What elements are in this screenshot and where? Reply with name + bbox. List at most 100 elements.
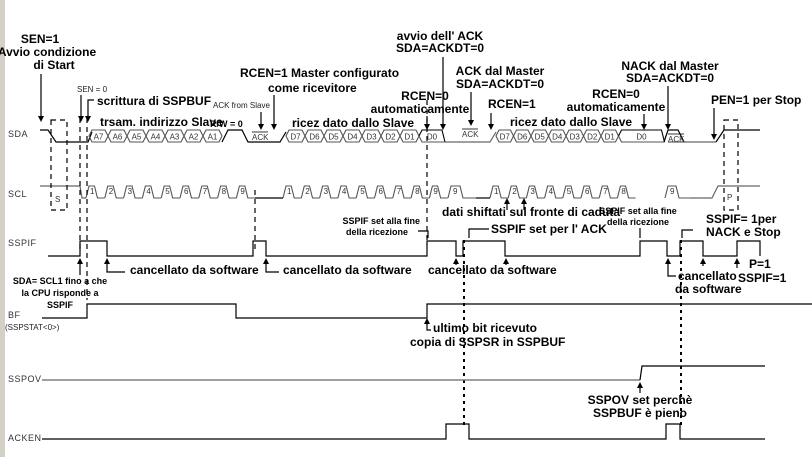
sda-bit-label: D2 bbox=[587, 133, 598, 142]
scl-pulse-label: 1 bbox=[287, 187, 292, 196]
arrow-head-ack-master bbox=[468, 120, 474, 126]
scl-clock-pulse bbox=[179, 185, 199, 199]
sspif-waveform bbox=[48, 240, 761, 257]
sda-bit-label: A2 bbox=[189, 133, 199, 142]
scl-clock-pulse bbox=[300, 185, 320, 199]
sda-bit-label: A5 bbox=[132, 133, 142, 142]
scl-pulse-label: 3 bbox=[128, 187, 133, 196]
arrow-head-ack-slave bbox=[258, 124, 264, 130]
annotation-rcen0b-line2: automaticamente bbox=[567, 100, 666, 114]
annotation-rcen1-line1: RCEN=1 Master configurato bbox=[240, 66, 399, 80]
arrow-head-pen bbox=[711, 134, 717, 140]
arrow-cleared-1 bbox=[106, 260, 125, 273]
sda-bit-label: A3 bbox=[170, 133, 180, 142]
annotation-sspif-end1-line1: SSPIF set alla fine bbox=[342, 216, 420, 226]
arrow-sspif-nack bbox=[681, 229, 693, 238]
scl-clock-pulse bbox=[141, 185, 162, 199]
scl-pulse-label: 7 bbox=[397, 187, 402, 196]
scl-clock-pulse bbox=[355, 185, 375, 199]
arrow-cleared-2 bbox=[265, 260, 279, 273]
scl-pulse-label: 4 bbox=[146, 187, 151, 196]
sda-bit-label: D7 bbox=[500, 133, 511, 142]
annotation-sspov-line2: SSPBUF è pieno bbox=[593, 406, 687, 420]
scl-pulse-label: 9 bbox=[453, 187, 458, 196]
scl-pulse-label: 8 bbox=[415, 187, 420, 196]
scl-clock-pulse bbox=[217, 185, 237, 199]
annotation-sspif-nack-line2: NACK e Stop bbox=[706, 225, 781, 239]
scl-clock-pulse bbox=[580, 185, 600, 199]
arrow-head-rcen1b bbox=[488, 124, 494, 130]
annotation-rx-data-2: ricez dato dallo Slave bbox=[510, 115, 632, 129]
annotation-sspif-nack-line1: SSPIF= 1per bbox=[706, 212, 777, 226]
sspov-high bbox=[639, 365, 765, 381]
sda-bit-cell bbox=[618, 135, 665, 143]
arrow-head-p1 bbox=[734, 258, 740, 264]
annotation-bf-line1: ultimo bit ricevuto bbox=[433, 321, 537, 335]
arrow-head-ack-start bbox=[440, 124, 446, 130]
scl-start-segment bbox=[40, 185, 86, 199]
annotation-sen1-line1: SEN=1 bbox=[21, 32, 60, 46]
annotation-cleared-3: cancellato da software bbox=[428, 263, 557, 277]
scl-clock-pulse bbox=[235, 185, 256, 199]
sda-bit-label: D5 bbox=[535, 133, 546, 142]
annotation-sspif-end2-line2: della ricezione bbox=[607, 217, 669, 227]
sda-bit-label: D0 bbox=[427, 133, 438, 142]
scl-clock-pulse bbox=[85, 185, 105, 199]
sda-bit-label: D3 bbox=[366, 133, 377, 142]
arrow-head-write bbox=[85, 116, 91, 122]
scl-clock-pulse bbox=[319, 185, 338, 199]
annotation-sspif-ack: SSPIF set per l' ACK bbox=[491, 222, 607, 236]
scl-pulse-label: 9 bbox=[433, 187, 438, 196]
scl-pulse-label: 2 bbox=[305, 187, 310, 196]
scl-pulse-label: 9 bbox=[240, 187, 245, 196]
arrow-cleared-4 bbox=[667, 260, 676, 277]
annotation-ack-master-line1: ACK dal Master bbox=[456, 64, 545, 78]
signal-label-acken: ACKEN bbox=[8, 433, 42, 443]
annotation-sspif-end2-line1: SSPIF set alla fine bbox=[599, 206, 677, 216]
scl-pulse-label: 1 bbox=[494, 187, 499, 196]
annotation-sda-scl-line1: SDA= SCL1 fino a che bbox=[13, 276, 107, 286]
sda-bit-label: D3 bbox=[570, 133, 581, 142]
sda-bit-label: A1 bbox=[208, 133, 218, 142]
arrow-head-shift2 bbox=[521, 198, 527, 204]
left-border bbox=[0, 0, 5, 457]
signal-label-bf: BF bbox=[8, 310, 21, 320]
scl-pulse-label: 8 bbox=[222, 187, 227, 196]
sda-ack-slave-label: ACK bbox=[252, 133, 269, 142]
annotation-ack-master-line2: SDA=ACKDT=0 bbox=[456, 77, 544, 91]
scl-clock-pulse bbox=[525, 185, 545, 199]
scl-clock-pulse bbox=[447, 185, 476, 199]
scl-pulse-label: 3 bbox=[324, 187, 329, 196]
scl-clock-pulse bbox=[160, 185, 180, 199]
scl-pulse-label: 6 bbox=[184, 187, 189, 196]
sda-bit-label: D1 bbox=[404, 133, 415, 142]
scl-pulse-label: 2 bbox=[109, 187, 114, 196]
scl-clock-pulse bbox=[616, 185, 636, 199]
sda-bit-label: D4 bbox=[552, 133, 563, 142]
start-box-label: S bbox=[55, 195, 60, 204]
sda-nack-label: ACK bbox=[668, 135, 685, 144]
arrow-head-cleared-1 bbox=[104, 258, 110, 264]
arrow-sspif-end1 bbox=[418, 230, 429, 238]
arrow-write-sspbuf bbox=[87, 99, 94, 120]
sda-bit-cell bbox=[618, 129, 666, 143]
annotation-rcen0a-line1: RCEN=0 bbox=[401, 89, 449, 103]
annotation-p1-line2: SSPIF=1 bbox=[738, 271, 787, 285]
annotation-ack-from-slave: ACK from Slave bbox=[213, 101, 270, 110]
arrow-bf bbox=[426, 322, 431, 331]
arrow-head-cleared-4b bbox=[700, 258, 706, 264]
annotation-sda-scl-line2: la CPU risponde a bbox=[21, 288, 99, 298]
annotation-rcen1-line2: come ricevitore bbox=[268, 81, 357, 95]
scl-clock-pulse bbox=[410, 185, 430, 199]
scl-clock-pulse bbox=[198, 185, 218, 199]
annotation-sen1-line3: di Start bbox=[33, 58, 74, 72]
arrow-head-cleared-2 bbox=[263, 258, 269, 264]
sda-rw-ack-segment bbox=[221, 129, 287, 143]
start-condition-box bbox=[50, 119, 68, 211]
scl-clock-pulse bbox=[392, 185, 412, 199]
annotation-nack-line2: SDA=ACKDT=0 bbox=[626, 71, 714, 85]
scl-pulse-label: 2 bbox=[512, 187, 517, 196]
annotation-data-shifted: dati shiftati sul fronte di caduta bbox=[442, 205, 620, 219]
